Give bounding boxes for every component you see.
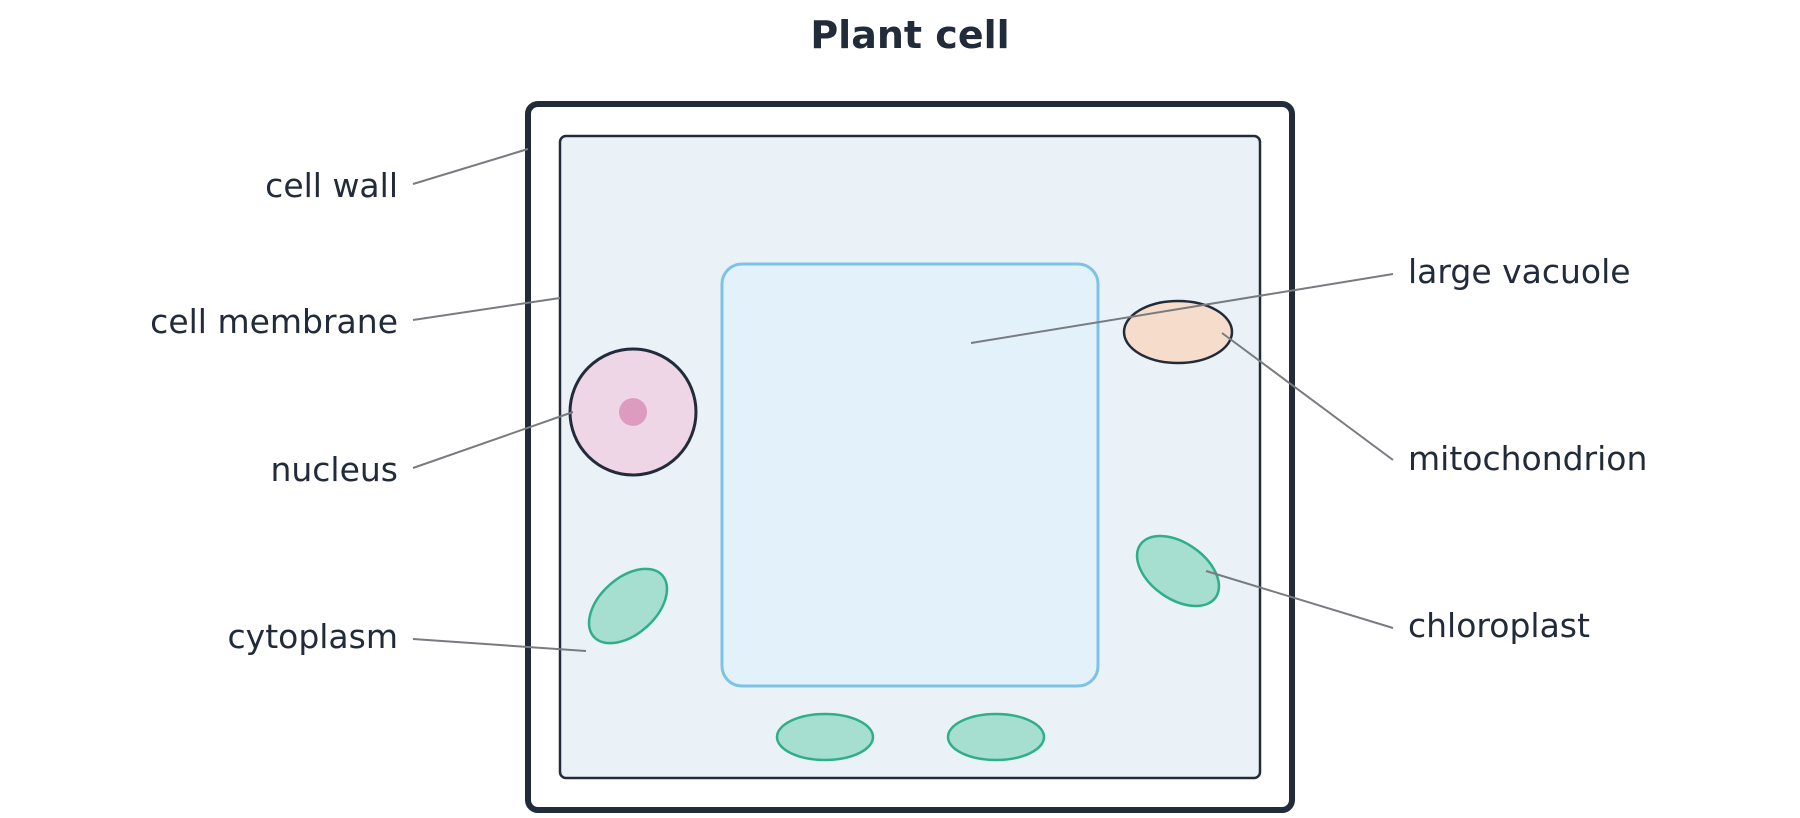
mitochondrion-leader-line	[1221, 332, 1394, 461]
large-vacuole-leader-line	[970, 273, 1394, 344]
large-vacuole-shape	[720, 262, 1100, 688]
nucleus-leader-line	[412, 411, 574, 469]
cell-membrane-label: cell membrane	[150, 302, 398, 341]
cytoplasm-label: cytoplasm	[228, 617, 398, 656]
cell-wall-leader-line	[412, 148, 529, 185]
mitochondrion-label: mitochondrion	[1408, 439, 1647, 478]
mitochondrion-shape	[1122, 299, 1234, 365]
chloroplast-shape	[775, 712, 875, 762]
nucleus-label: nucleus	[270, 450, 398, 489]
cell-membrane-leader-line	[412, 297, 561, 321]
chloroplast-shape	[587, 567, 669, 645]
nucleolus-shape	[619, 398, 647, 426]
cell-wall-label: cell wall	[265, 166, 398, 205]
chloroplast-label: chloroplast	[1408, 606, 1590, 645]
chloroplast-shape	[1135, 534, 1221, 608]
chloroplast-leader-line	[1205, 570, 1394, 629]
diagram-title: Plant cell	[810, 13, 1009, 57]
cytoplasm-leader-line	[412, 638, 587, 652]
large-vacuole-label: large vacuole	[1408, 252, 1631, 291]
chloroplast-shape	[946, 712, 1046, 762]
